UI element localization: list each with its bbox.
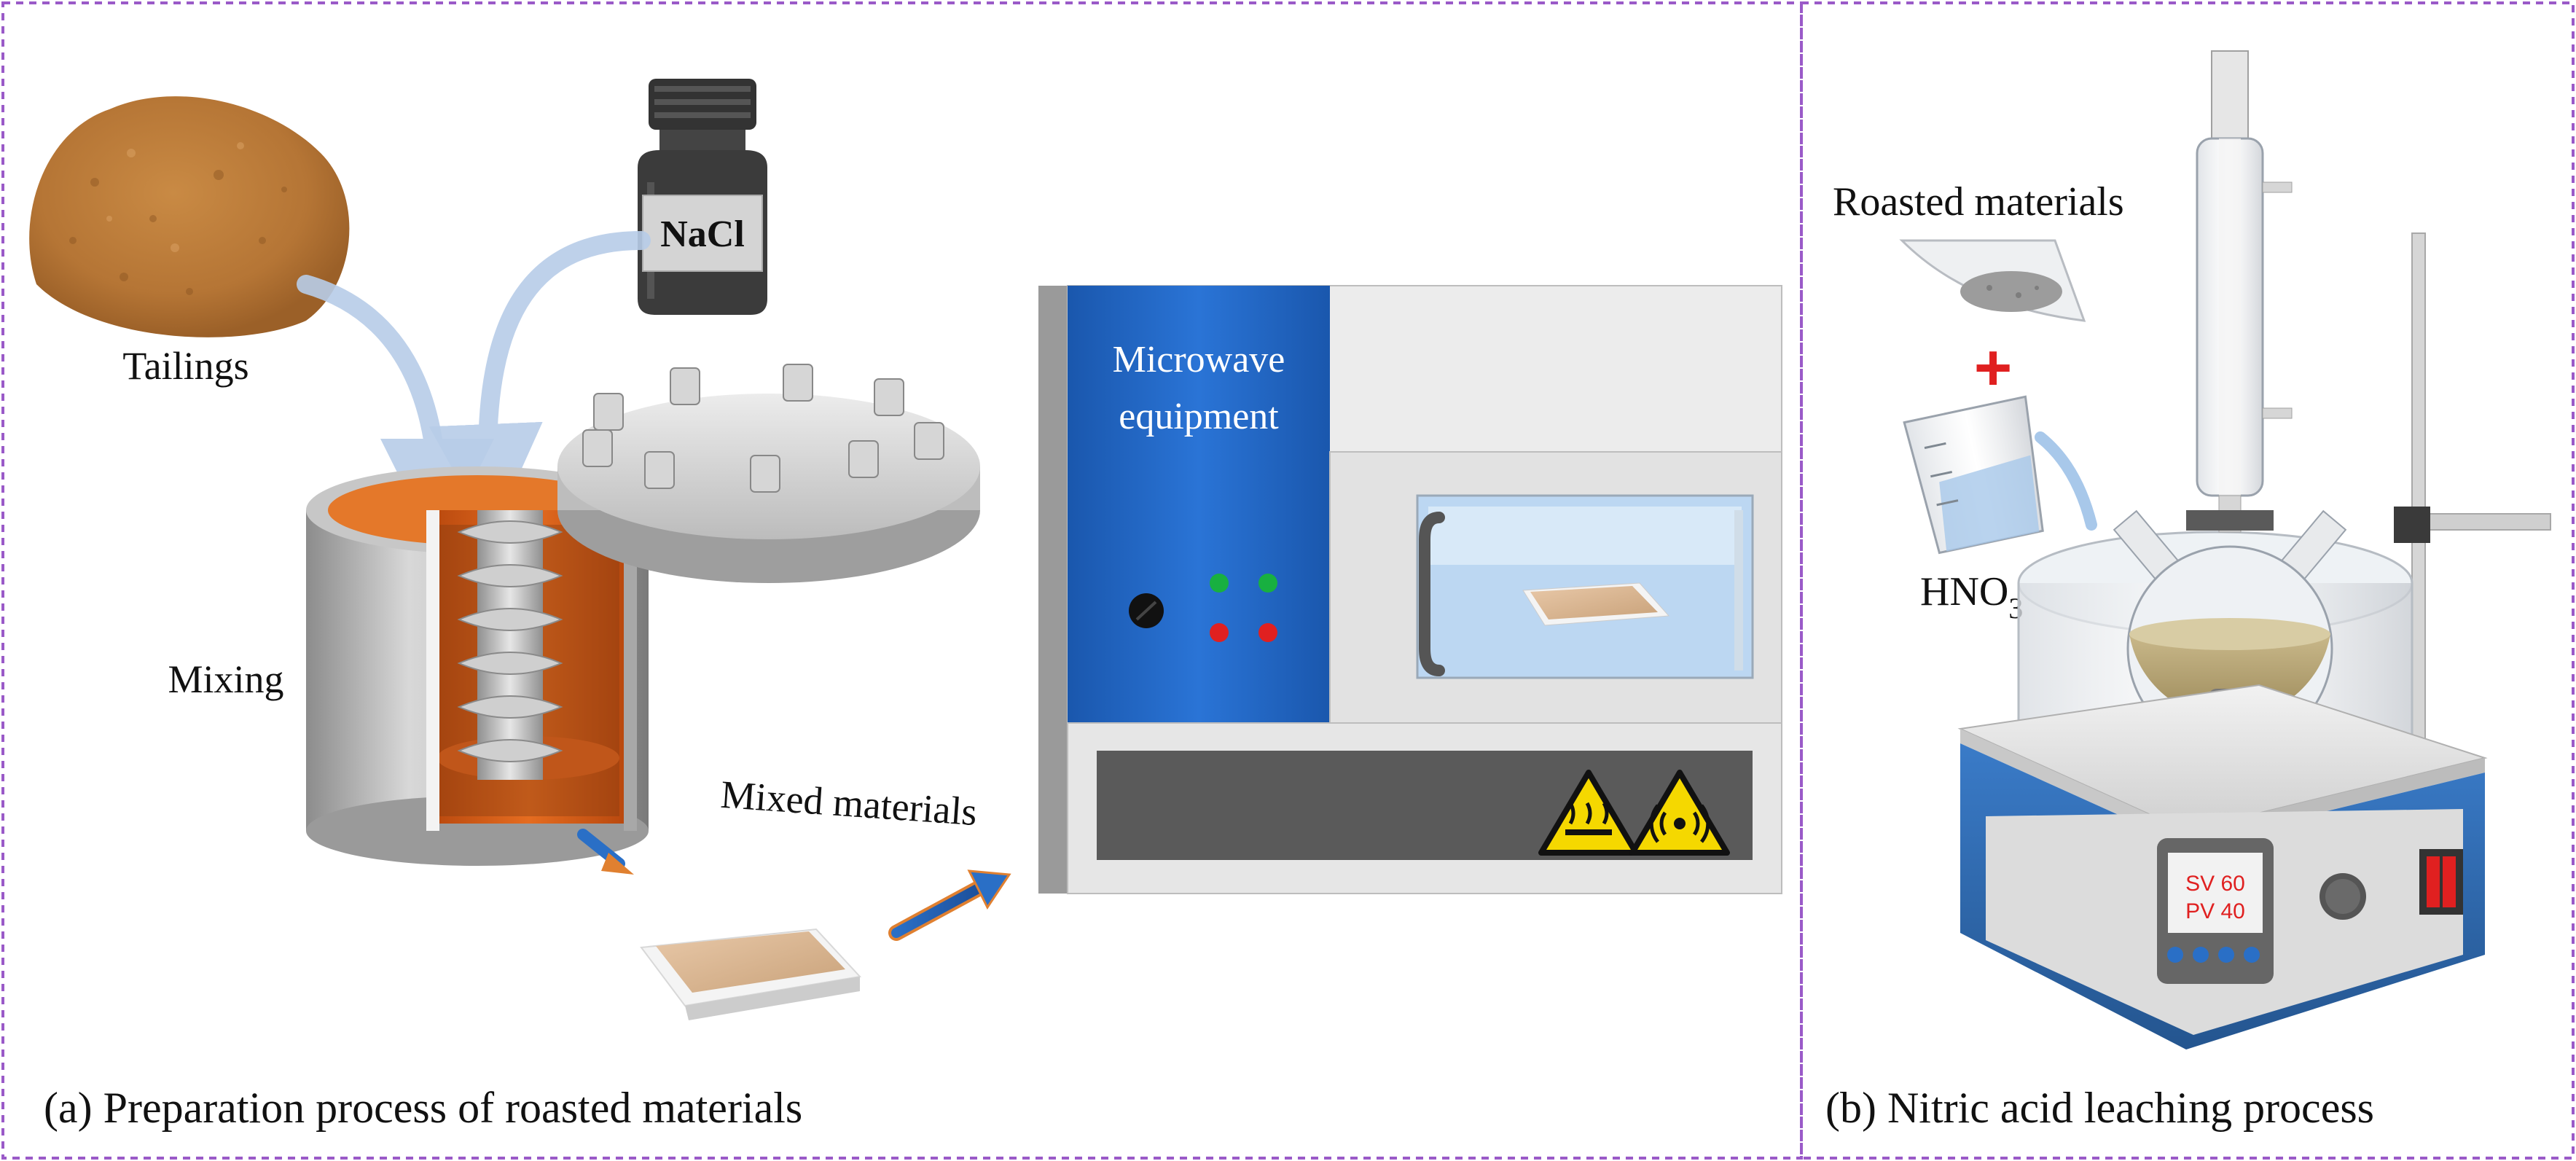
mixed-materials-label: Mixed materials: [719, 773, 979, 834]
hno3-label: HNO3: [1920, 569, 2023, 625]
panel-a-border: [1, 1, 1803, 1160]
beaker-icon: [1903, 395, 2097, 555]
to-microwave-arrow-icon: [888, 869, 1011, 941]
microwave-label-line2: equipment: [1119, 396, 1279, 437]
microwave-label-line1: Microwave: [1113, 339, 1285, 380]
roasted-materials-label: Roasted materials: [1833, 179, 2124, 224]
nacl-arrow-icon: [428, 231, 651, 538]
tailings-arrow-icon: [297, 275, 494, 552]
hotplate-stirrer-icon: [1957, 684, 2488, 1049]
plus-sign: +: [1974, 332, 2013, 404]
nacl-label: NaCl: [660, 214, 745, 255]
microwave-equipment-icon: [1038, 285, 1782, 894]
sv-readout: SV 60: [2185, 872, 2245, 896]
caption-b: (b) Nitric acid leaching process: [1825, 1084, 2374, 1132]
heat-warning-icon: [1538, 770, 1639, 856]
mixing-label: Mixing: [168, 657, 283, 701]
tailings-pile-icon: [29, 96, 350, 337]
nacl-bottle-icon: [638, 79, 767, 315]
radiation-warning-icon: [1629, 770, 1730, 856]
hno3-main: HNO: [1920, 569, 2008, 614]
mixed-materials-tray-icon: [640, 928, 861, 1020]
panel-b-border: [1800, 1, 2575, 1160]
mixer-vessel-icon: [306, 466, 649, 866]
caption-a: (a) Preparation process of roasted mater…: [44, 1084, 802, 1132]
pv-readout: PV 40: [2185, 899, 2245, 923]
tailings-label: Tailings: [122, 344, 248, 388]
mixer-lid-icon: [557, 364, 980, 583]
watch-glass-icon: [1899, 239, 2086, 322]
condenser-icon: [2186, 50, 2293, 533]
